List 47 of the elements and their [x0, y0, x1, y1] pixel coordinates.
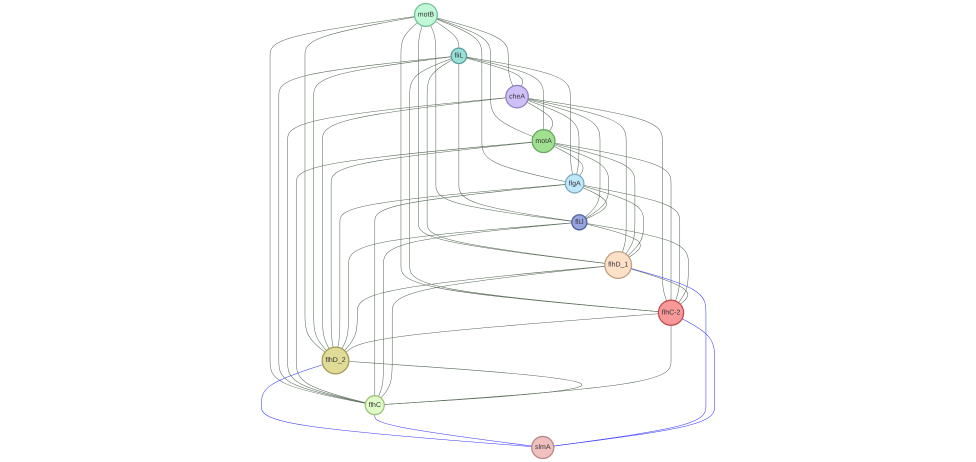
connector	[528, 98, 667, 302]
connector	[466, 58, 523, 86]
connector	[554, 142, 672, 300]
connector	[528, 98, 626, 253]
connector	[435, 21, 460, 48]
connector	[374, 184, 566, 396]
connector	[458, 63, 572, 222]
connector	[374, 414, 532, 446]
connector	[466, 56, 573, 175]
connector	[586, 224, 641, 258]
connector	[304, 16, 415, 352]
connector	[346, 313, 659, 352]
connector	[528, 99, 600, 218]
connector	[526, 102, 553, 132]
connector	[348, 361, 582, 405]
connector	[584, 185, 680, 302]
connector	[554, 146, 584, 176]
connector	[338, 184, 566, 348]
connector	[527, 100, 580, 175]
connector	[270, 16, 415, 404]
connector	[409, 58, 659, 312]
connector	[436, 18, 514, 86]
connector	[430, 25, 572, 222]
connector	[330, 142, 532, 348]
connector	[296, 142, 532, 404]
connector	[344, 266, 606, 351]
connector	[553, 318, 715, 446]
connector	[400, 22, 659, 312]
connector	[342, 222, 572, 349]
connector	[582, 187, 607, 220]
connector	[426, 60, 606, 264]
connector	[418, 25, 606, 264]
connector	[261, 364, 532, 447]
connector	[466, 57, 544, 130]
connector	[586, 223, 689, 303]
connector	[313, 56, 452, 351]
connector	[630, 268, 688, 305]
connector	[583, 186, 644, 256]
connector	[436, 18, 566, 182]
connector	[436, 18, 534, 137]
connector	[378, 222, 572, 397]
connector	[287, 97, 506, 404]
connector	[322, 98, 506, 349]
connector	[554, 144, 609, 219]
connector	[554, 144, 636, 254]
connector	[278, 56, 452, 404]
connector	[380, 266, 606, 398]
